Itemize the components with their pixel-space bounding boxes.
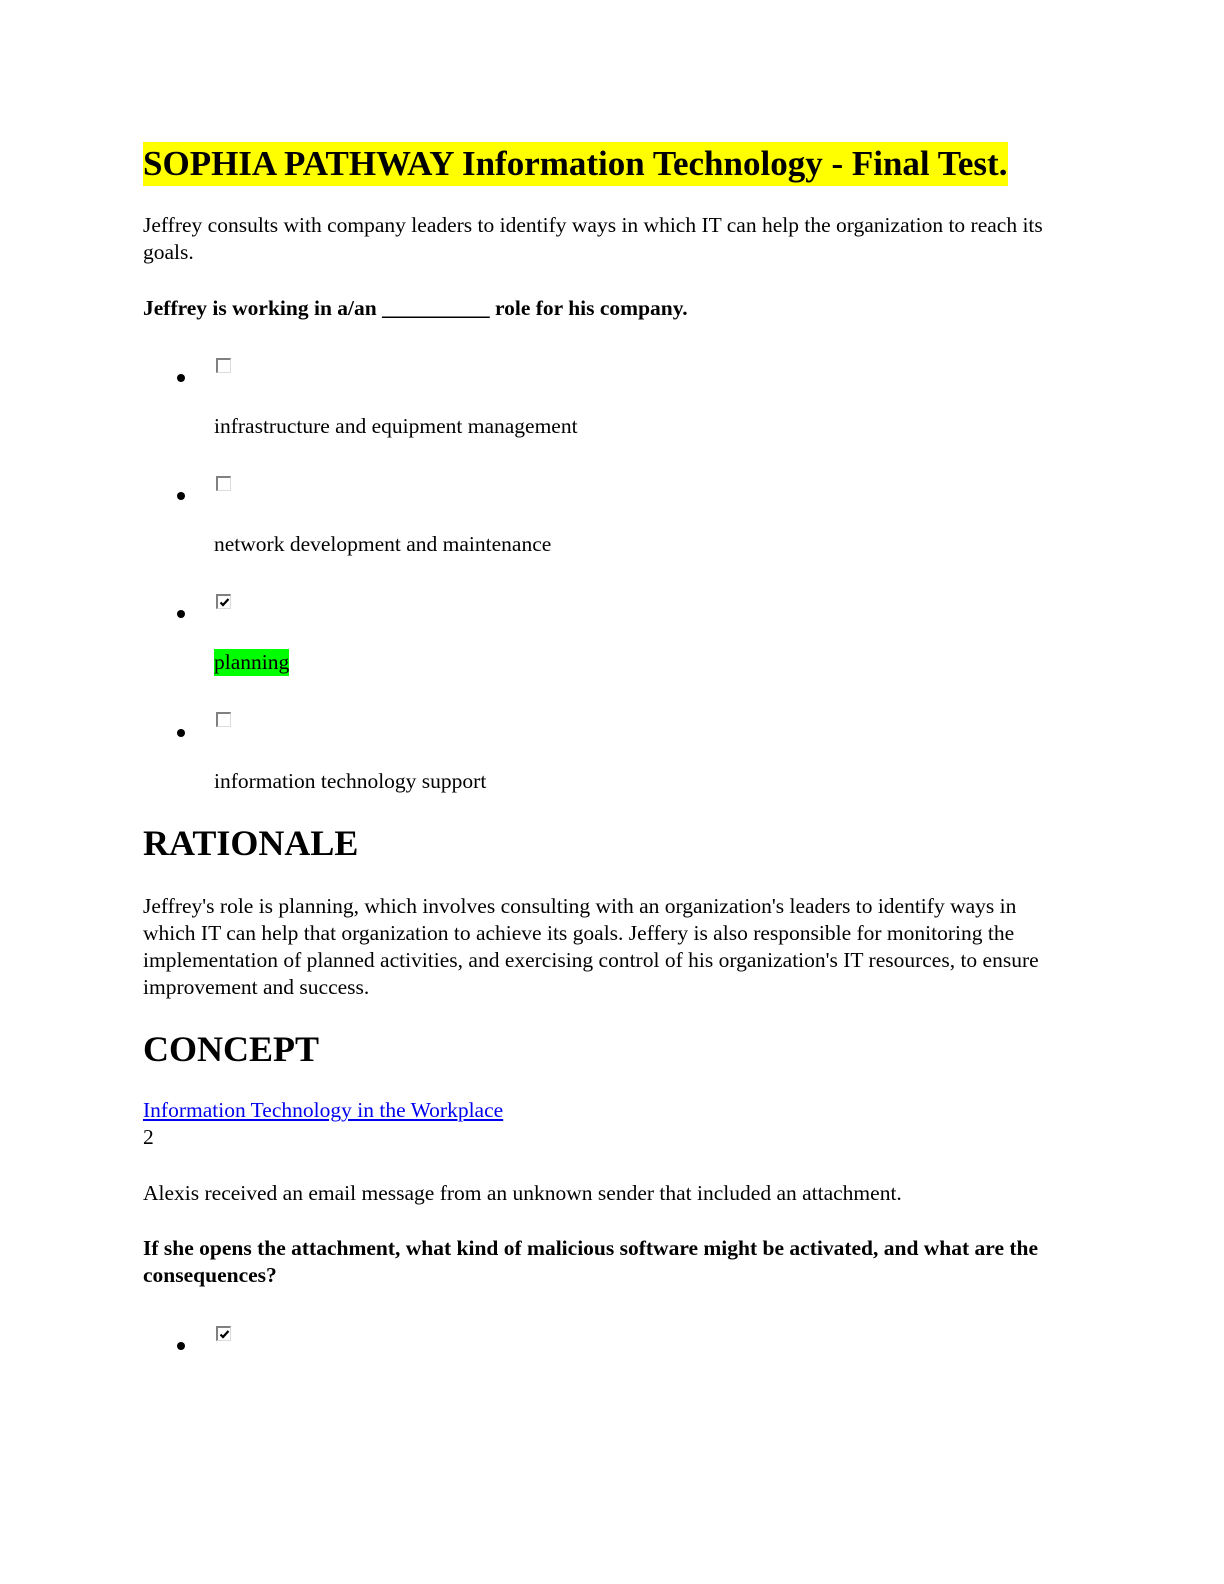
- question-2-number: 2: [143, 1125, 154, 1149]
- question-2-scenario: Alexis received an email message from an…: [143, 1181, 902, 1205]
- document-title: SOPHIA PATHWAY Information Technology - …: [143, 142, 1009, 186]
- checkbox-unchecked-icon[interactable]: [216, 358, 231, 373]
- bullet-icon: [177, 374, 185, 382]
- rationale-heading: RATIONALE: [143, 823, 359, 863]
- concept-heading: CONCEPT: [143, 1029, 320, 1069]
- question-2-prompt: If she opens the attachment, what kind o…: [143, 1236, 1039, 1287]
- checkbox-unchecked-icon[interactable]: [216, 712, 231, 727]
- bullet-icon: [177, 1342, 185, 1350]
- checkbox-unchecked-icon[interactable]: [216, 476, 231, 491]
- bullet-icon: [177, 729, 185, 737]
- option-1-label: infrastructure and equipment management: [214, 414, 578, 438]
- question-1-scenario: Jeffrey consults with company leaders to…: [143, 213, 1043, 264]
- option-2-label: network development and maintenance: [214, 532, 552, 556]
- option-4-label: information technology support: [214, 769, 487, 793]
- question-1-prompt: Jeffrey is working in a/an __________ ro…: [143, 296, 688, 320]
- concept-link[interactable]: Information Technology in the Workplace: [143, 1098, 504, 1122]
- checkbox-checked-icon[interactable]: [216, 1326, 231, 1341]
- rationale-text: Jeffrey's role is planning, which involv…: [143, 894, 1039, 999]
- checkbox-checked-icon[interactable]: [216, 594, 231, 609]
- bullet-icon: [177, 610, 185, 618]
- option-3-label-correct-answer: planning: [214, 649, 290, 676]
- bullet-icon: [177, 492, 185, 500]
